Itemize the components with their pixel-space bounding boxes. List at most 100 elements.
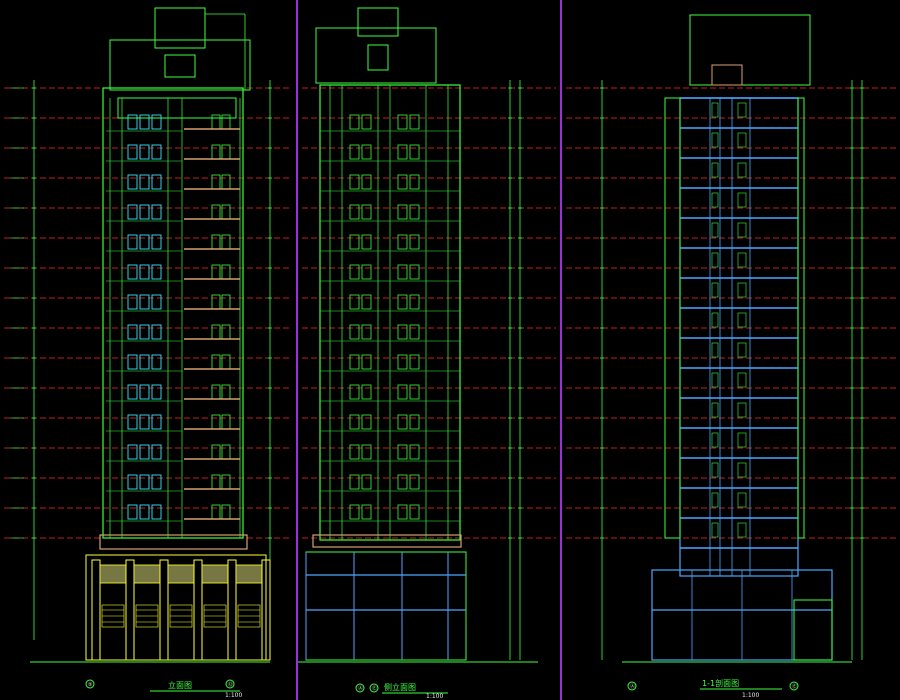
section-door xyxy=(737,192,747,208)
front-window-right xyxy=(221,144,231,160)
front-window-right xyxy=(211,474,221,490)
front-window xyxy=(139,234,150,250)
side-window xyxy=(409,174,420,190)
front-window xyxy=(139,324,150,340)
side-roof-machine-room xyxy=(315,27,437,84)
front-window xyxy=(127,144,138,160)
front-window-right xyxy=(211,264,221,280)
side-window xyxy=(397,294,408,310)
section-door xyxy=(737,282,747,298)
front-podium-column xyxy=(125,559,135,661)
front-window-right xyxy=(221,174,231,190)
side-axis-bubble xyxy=(369,683,379,693)
front-window xyxy=(151,474,162,490)
section-door xyxy=(711,522,719,538)
front-window xyxy=(139,114,150,130)
section-entrance xyxy=(793,599,833,661)
side-window xyxy=(361,504,372,520)
section-door xyxy=(711,402,719,418)
front-window xyxy=(127,354,138,370)
section-axis-bubble xyxy=(789,681,799,691)
front-window-right xyxy=(221,504,231,520)
section-door xyxy=(711,192,719,208)
front-window xyxy=(151,294,162,310)
front-window xyxy=(127,504,138,520)
side-window xyxy=(397,474,408,490)
side-window xyxy=(361,174,372,190)
section-axis-bubble xyxy=(627,681,637,691)
front-window-right xyxy=(211,384,221,400)
front-window-right xyxy=(211,204,221,220)
section-facade-left xyxy=(664,97,681,539)
section-door xyxy=(737,312,747,328)
side-window xyxy=(397,354,408,370)
side-window xyxy=(349,444,360,460)
front-window-right xyxy=(211,234,221,250)
section-door xyxy=(711,372,719,388)
section-scale: 1:100 xyxy=(742,692,759,699)
front-window xyxy=(151,234,162,250)
section-door xyxy=(711,162,719,178)
section-door xyxy=(711,282,719,298)
front-window xyxy=(139,294,150,310)
side-window xyxy=(397,384,408,400)
section-door xyxy=(737,342,747,358)
side-window xyxy=(349,264,360,280)
sheet-divider-1 xyxy=(296,0,298,700)
front-window xyxy=(127,444,138,460)
front-podium-outline xyxy=(85,554,267,661)
front-axis-label: ⑤ xyxy=(88,682,92,688)
section-door xyxy=(711,432,719,448)
side-window xyxy=(409,144,420,160)
front-podium-signboard xyxy=(133,564,161,584)
side-window xyxy=(397,324,408,340)
section-title: 1-1剖面图 xyxy=(702,678,739,688)
section-axis-label: Ⓐ xyxy=(630,683,635,690)
section-door xyxy=(711,462,719,478)
front-window xyxy=(151,354,162,370)
front-podium-signboard xyxy=(235,564,263,584)
front-window-right xyxy=(211,114,221,130)
side-window xyxy=(397,504,408,520)
section-facade-right xyxy=(797,97,805,539)
section-door xyxy=(711,222,719,238)
side-window xyxy=(397,144,408,160)
side-window xyxy=(349,114,360,130)
side-window xyxy=(361,264,372,280)
front-window xyxy=(127,294,138,310)
front-window xyxy=(151,204,162,220)
section-door xyxy=(737,372,747,388)
front-window xyxy=(151,444,162,460)
front-podium-signboard xyxy=(99,564,127,584)
front-window xyxy=(151,324,162,340)
front-axis-label: ⑫ xyxy=(228,681,233,688)
front-window xyxy=(139,444,150,460)
front-window-right xyxy=(221,204,231,220)
front-podium-column xyxy=(227,559,237,661)
side-window xyxy=(349,414,360,430)
side-window xyxy=(397,444,408,460)
side-window xyxy=(361,114,372,130)
front-podium-signboard xyxy=(201,564,229,584)
side-window xyxy=(349,324,360,340)
side-window xyxy=(361,204,372,220)
section-door xyxy=(737,222,747,238)
section-tower-outline xyxy=(679,97,799,577)
front-window xyxy=(151,174,162,190)
front-window xyxy=(127,324,138,340)
front-window-right xyxy=(211,294,221,310)
front-window xyxy=(127,474,138,490)
front-podium-cap xyxy=(99,534,248,550)
front-roof-tower xyxy=(154,7,206,49)
side-window xyxy=(349,174,360,190)
front-window-right xyxy=(221,384,231,400)
front-window xyxy=(127,234,138,250)
section-axis-label: Ⓔ xyxy=(792,683,797,690)
side-window xyxy=(361,444,372,460)
front-window xyxy=(127,204,138,220)
section-door xyxy=(711,102,719,118)
side-roof-tower xyxy=(357,7,399,37)
side-window xyxy=(397,204,408,220)
